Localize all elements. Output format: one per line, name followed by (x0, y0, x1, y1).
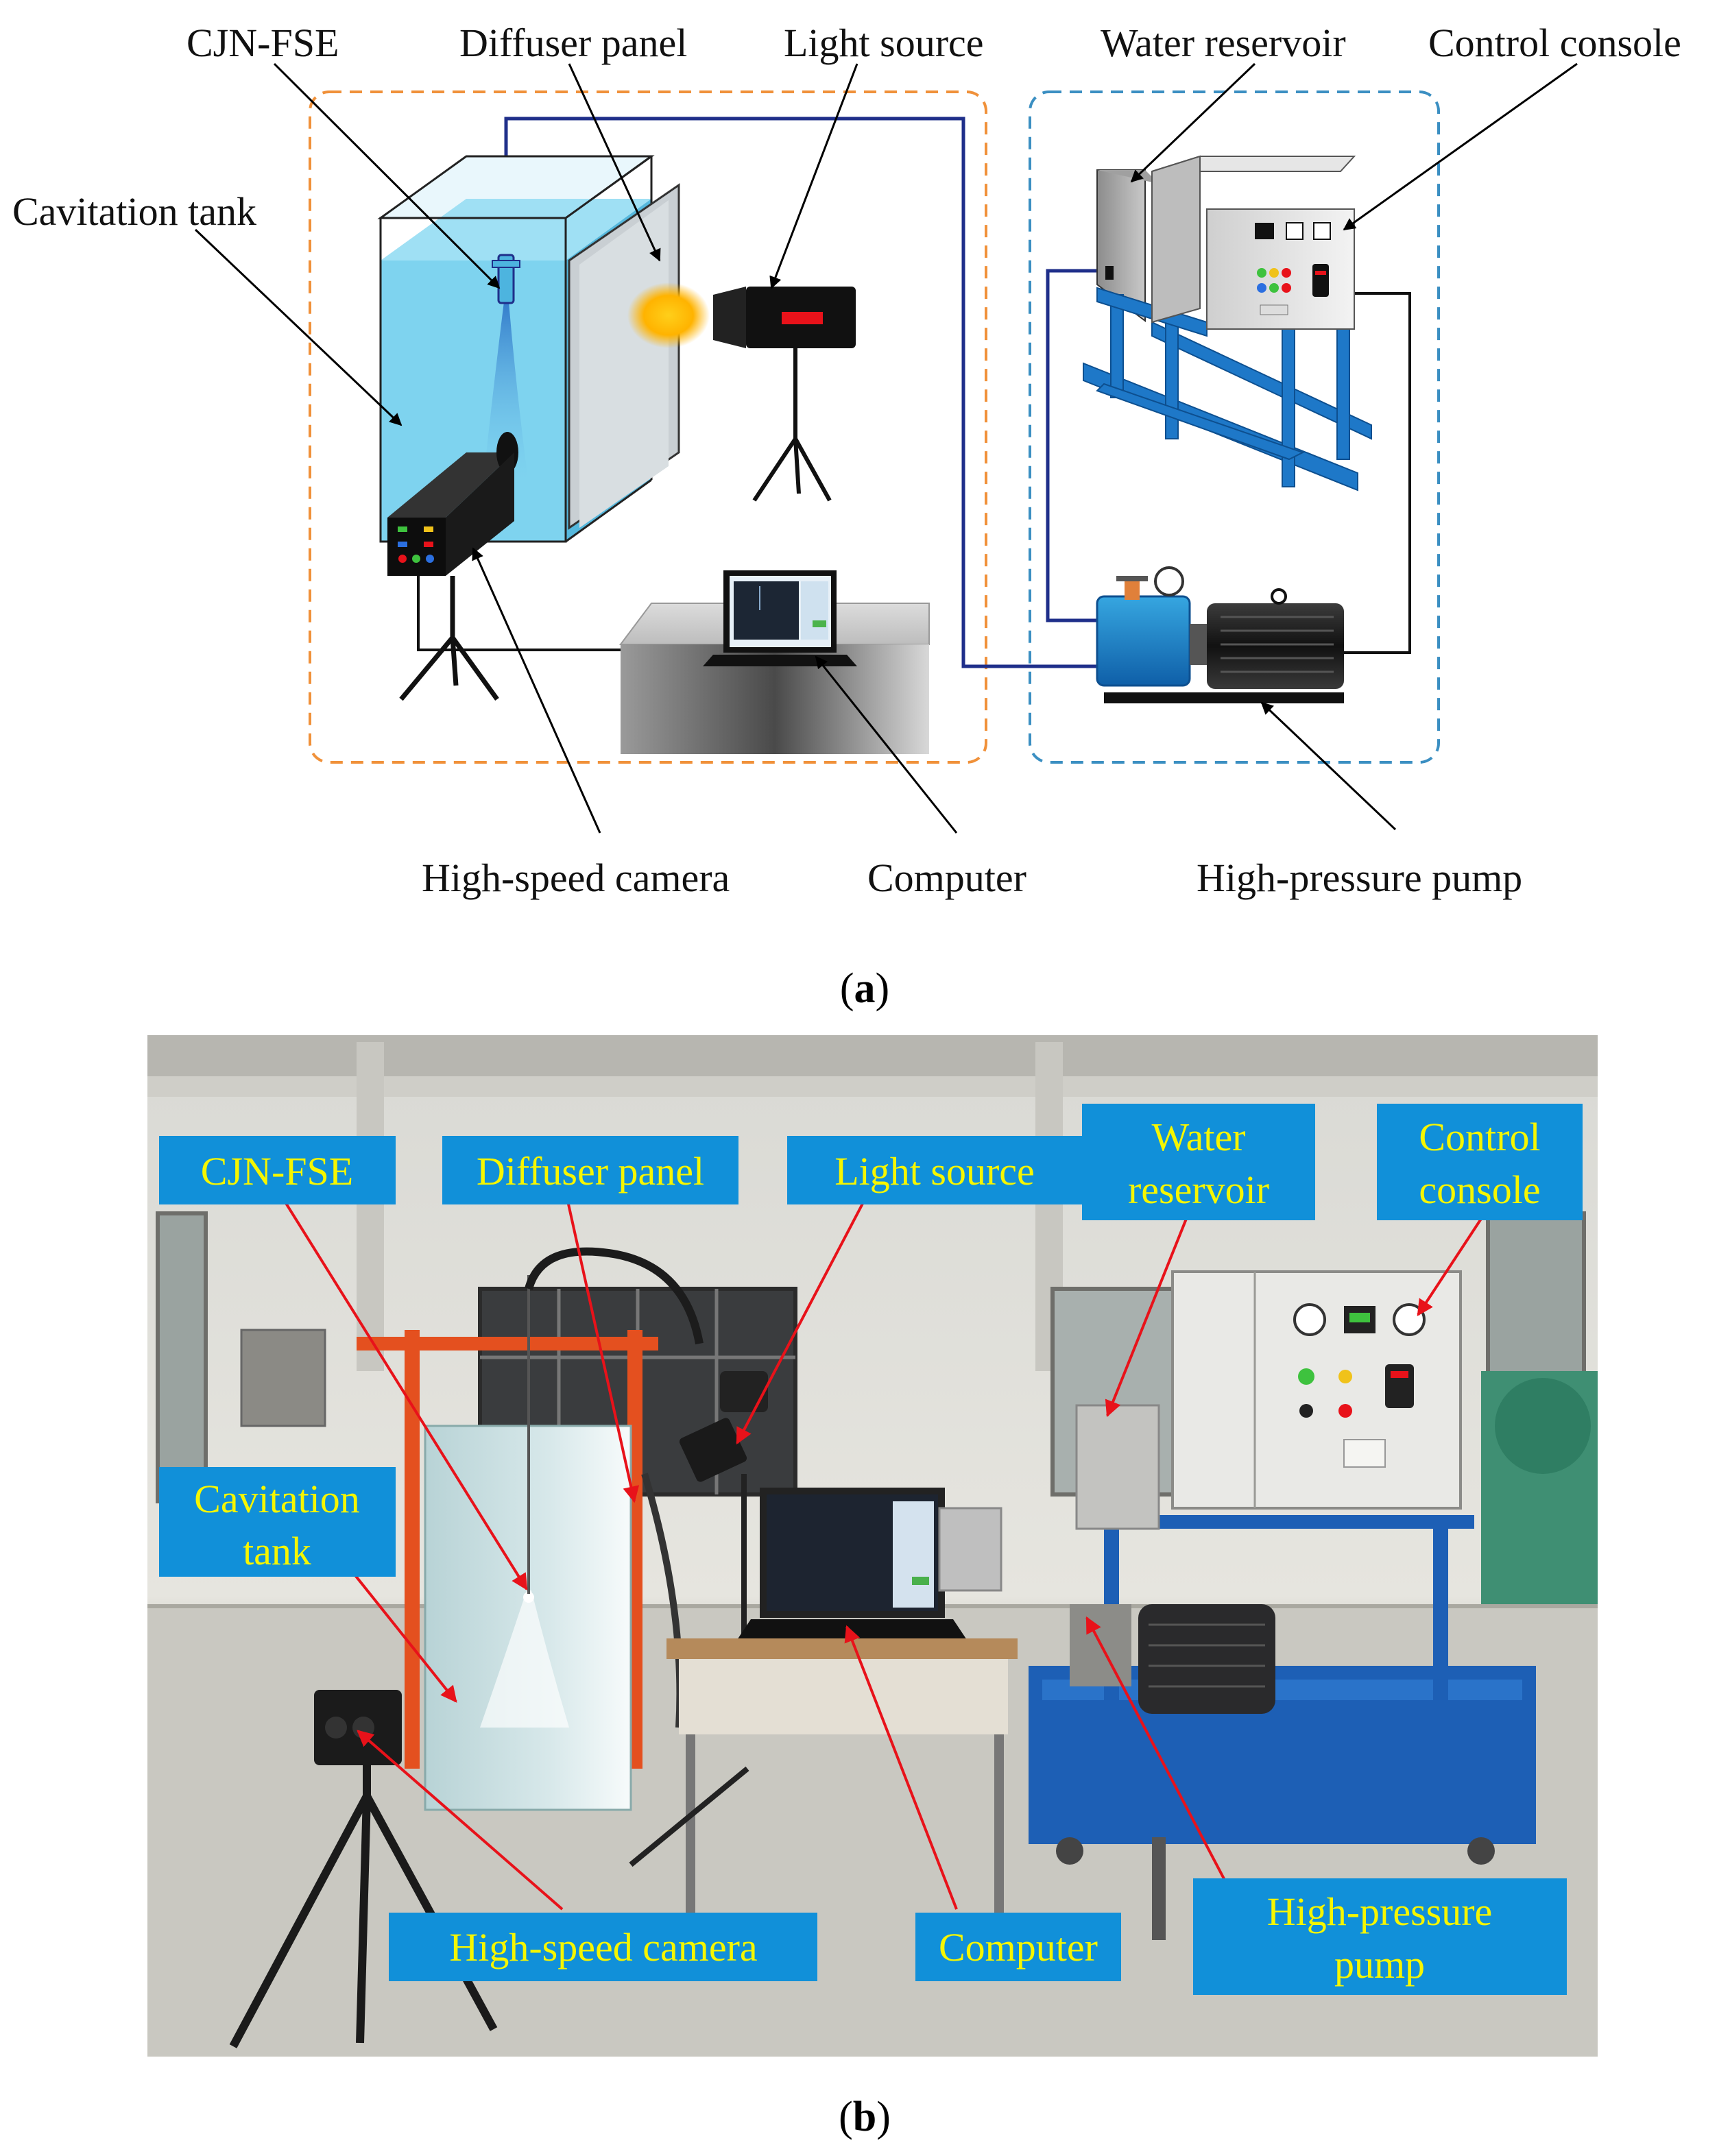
label-water-reservoir: Water reservoir (1101, 21, 1346, 65)
panel-b-label-boxes (159, 1104, 1583, 1995)
panel-a-leader-lines (194, 62, 1578, 834)
photo-label-computer: Computer (939, 1925, 1098, 1970)
panel-a-labels: CJN-FSE Diffuser panel Light source Wate… (12, 21, 1681, 900)
box-water-reservoir (1082, 1104, 1315, 1220)
box-control-console (1377, 1104, 1583, 1220)
label-control-console: Control console (1428, 21, 1681, 65)
photo-label-high-pressure-pump-line2: pump (1334, 1942, 1425, 1987)
light-source-drawing (627, 282, 856, 502)
box-cavitation-tank (159, 1467, 396, 1577)
panel-b-arrows (283, 1200, 1482, 1911)
label-high-speed-camera: High-speed camera (422, 856, 730, 900)
photo-label-control-console-line2: console (1419, 1167, 1540, 1212)
photo-label-cavitation-tank-line2: tank (243, 1529, 311, 1573)
label-high-pressure-pump: High-pressure pump (1197, 856, 1522, 900)
label-light-source: Light source (784, 21, 984, 65)
photo-label-water-reservoir-line2: reservoir (1128, 1167, 1269, 1212)
photo-label-cjn-fse: CJN-FSE (201, 1149, 353, 1194)
photo-label-high-pressure-pump-line1: High-pressure (1267, 1889, 1493, 1934)
box-diffuser-panel (442, 1136, 738, 1204)
supply-group-box (1029, 90, 1440, 764)
label-cjn-fse: CJN-FSE (187, 21, 339, 65)
photo-label-light-source: Light source (834, 1149, 1035, 1194)
photo-pump-station (1029, 1270, 1536, 1940)
panel-b-photo: CJN-FSE Diffuser panel Light source Wate… (147, 1035, 1598, 2140)
reservoir-frame-drawing (1083, 287, 1372, 492)
panel-b-labels: CJN-FSE Diffuser panel Light source Wate… (194, 1115, 1540, 1987)
label-computer: Computer (867, 856, 1026, 900)
high-speed-camera-drawing (387, 432, 518, 701)
control-console-drawing (1151, 155, 1356, 330)
photo-computer (666, 1488, 1018, 1954)
photo-light-source (679, 1371, 768, 1645)
box-light-source (787, 1136, 1082, 1204)
box-computer (915, 1913, 1121, 1981)
caption-b: (b) (839, 2094, 891, 2140)
label-cavitation-tank: Cavitation tank (12, 189, 256, 234)
computer-drawing (619, 570, 930, 754)
caption-a: (a) (840, 965, 889, 1012)
box-high-speed-camera (389, 1913, 817, 1981)
box-cjn-fse (159, 1136, 396, 1204)
high-pressure-pump-drawing (1096, 566, 1344, 703)
photo-label-diffuser-panel: Diffuser panel (477, 1149, 704, 1194)
photo-label-water-reservoir-line1: Water (1151, 1115, 1245, 1159)
photo-label-cavitation-tank-line1: Cavitation (194, 1477, 360, 1521)
photo-light-tripod (629, 1766, 749, 1867)
label-diffuser-panel: Diffuser panel (459, 21, 687, 65)
box-high-pressure-pump (1193, 1878, 1567, 1995)
test-section-group-box (309, 90, 987, 764)
panel-a-schematic: CJN-FSE Diffuser panel Light source Wate… (12, 21, 1681, 1012)
photo-label-high-speed-camera: High-speed camera (449, 1925, 757, 1970)
photo-label-control-console-line1: Control (1419, 1115, 1540, 1159)
